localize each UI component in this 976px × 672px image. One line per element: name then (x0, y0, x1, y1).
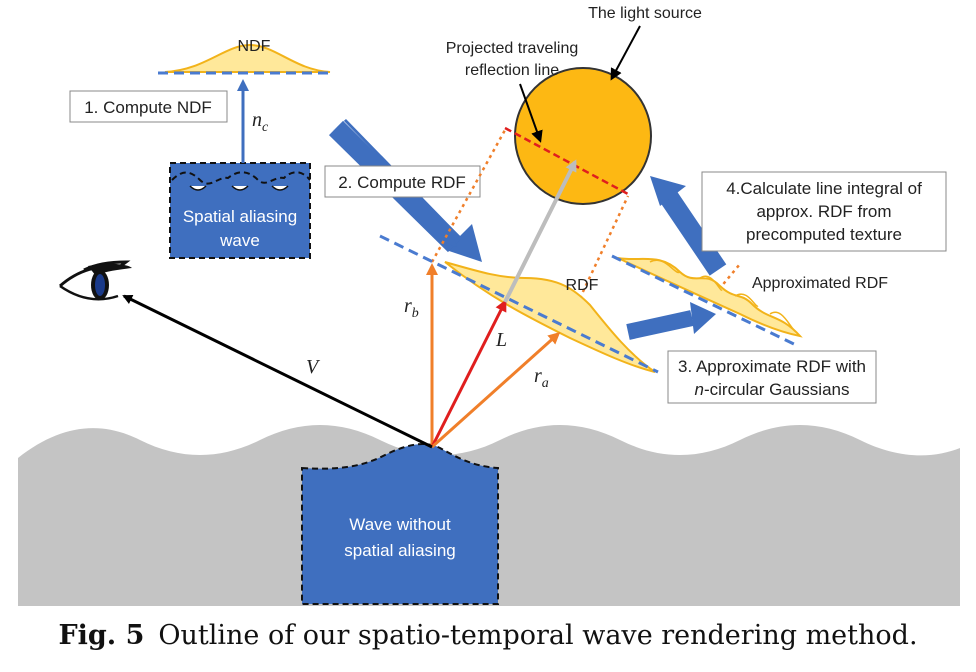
step1-box (69, 90, 228, 123)
light-source-pointer (610, 25, 641, 81)
figure-caption: Fig. 5 Outline of our spatio-temporal wav… (0, 620, 976, 651)
aliasing-wave-dips (189, 185, 289, 191)
step4-label-1: 4.Calculate line integral of (726, 179, 922, 198)
rb-label: rb (404, 295, 419, 321)
spatial-aliasing-label-1: Spatial aliasing (183, 207, 297, 226)
approximated-rdf-label: Approximated RDF (752, 275, 888, 292)
wave-without-aliasing-block (301, 443, 499, 605)
step3-box (667, 350, 877, 404)
wave-without-label-2: spatial aliasing (344, 541, 456, 560)
step1-label: 1. Compute NDF (84, 98, 212, 117)
step4-label-2: approx. RDF from (756, 202, 891, 221)
step2-box (324, 165, 481, 198)
sun-icon (514, 67, 652, 205)
step4-label-3: precomputed texture (746, 225, 902, 244)
approximated-rdf-curve (617, 257, 803, 338)
nc-label: nc (252, 109, 269, 135)
compute-rdf-big-arrow (330, 119, 482, 262)
ray-reflection-grey (503, 159, 577, 303)
approximate-rdf-arrow (626, 310, 695, 340)
step3-label-1: 3. Approximate RDF with (678, 357, 866, 376)
figure-label: Fig. 5 (58, 620, 145, 651)
spatial-aliasing-block (169, 162, 311, 259)
projected-line-pointer (519, 83, 543, 143)
step3-label-2: n-circular Gaussians (695, 380, 850, 399)
ndf-label: NDF (238, 38, 271, 55)
rdf-baseline (379, 234, 659, 374)
ray-l (430, 299, 507, 448)
line-integral-arrow-head (650, 176, 686, 206)
eye-icon (59, 260, 132, 301)
ray-v (122, 294, 433, 449)
approximated-rdf-bumps (649, 259, 797, 333)
l-label: L (495, 329, 507, 351)
caption-text: Outline of our spatio-temporal wave rend… (158, 620, 918, 651)
v-label: V (306, 356, 321, 378)
projected-line-label-1: Projected traveling (446, 40, 579, 57)
line-integral-arrow (659, 190, 727, 276)
ra-label: ra (534, 365, 549, 391)
light-source-label: The light source (588, 5, 702, 22)
ray-ra (430, 331, 561, 449)
wave-without-label-1: Wave without (349, 515, 451, 534)
rdf-label: RDF (566, 277, 599, 294)
approximate-rdf-arrow-head (690, 302, 716, 334)
projected-line-label-2: reflection line (465, 62, 559, 79)
step4-box (701, 171, 947, 252)
step2-label: 2. Compute RDF (338, 173, 466, 192)
approximated-rdf-baseline (611, 254, 799, 348)
ndf-curve (164, 43, 331, 73)
spatial-aliasing-label-2: wave (219, 231, 260, 250)
